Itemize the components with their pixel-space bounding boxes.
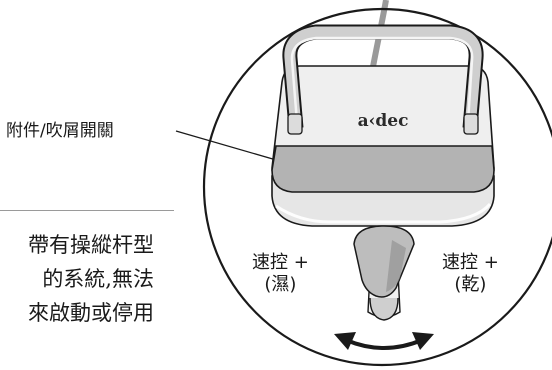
divider bbox=[0, 210, 174, 211]
callout-leader-line bbox=[175, 130, 291, 165]
pedal-handle bbox=[284, 26, 482, 129]
handle-mount-left bbox=[287, 113, 303, 135]
body-text-line-3: 來啟動或停用 bbox=[28, 301, 154, 325]
joystick-lever bbox=[353, 225, 415, 321]
body-text-line-2: 的系統,無法 bbox=[42, 267, 154, 291]
speed-control-dry-line-1: 速控 + bbox=[442, 252, 499, 273]
speed-control-wet-line-1: 速控 + bbox=[252, 252, 309, 273]
speed-control-dry-line-2: (乾) bbox=[454, 274, 487, 295]
accessory-switch-label: 附件/吹屑開關 bbox=[6, 121, 114, 141]
accessory-chip-blower-switch bbox=[271, 145, 495, 193]
foot-pedal: a‹dec bbox=[271, 24, 495, 227]
handle-mount-right bbox=[463, 113, 479, 135]
body-text-line-1: 帶有操縱杆型 bbox=[28, 233, 154, 257]
lever-handle bbox=[353, 225, 415, 298]
speed-control-dry-label: 速控 + (乾) bbox=[442, 252, 499, 296]
speed-control-wet-label: 速控 + (濕) bbox=[252, 252, 309, 296]
body-text: 帶有操縱杆型 的系統,無法 來啟動或停用 bbox=[28, 228, 154, 330]
detail-circle bbox=[202, 7, 552, 367]
brand-logo: a‹dec bbox=[358, 111, 409, 131]
speed-control-wet-line-2: (濕) bbox=[264, 274, 297, 295]
lever-direction-arrow-icon bbox=[334, 332, 434, 350]
